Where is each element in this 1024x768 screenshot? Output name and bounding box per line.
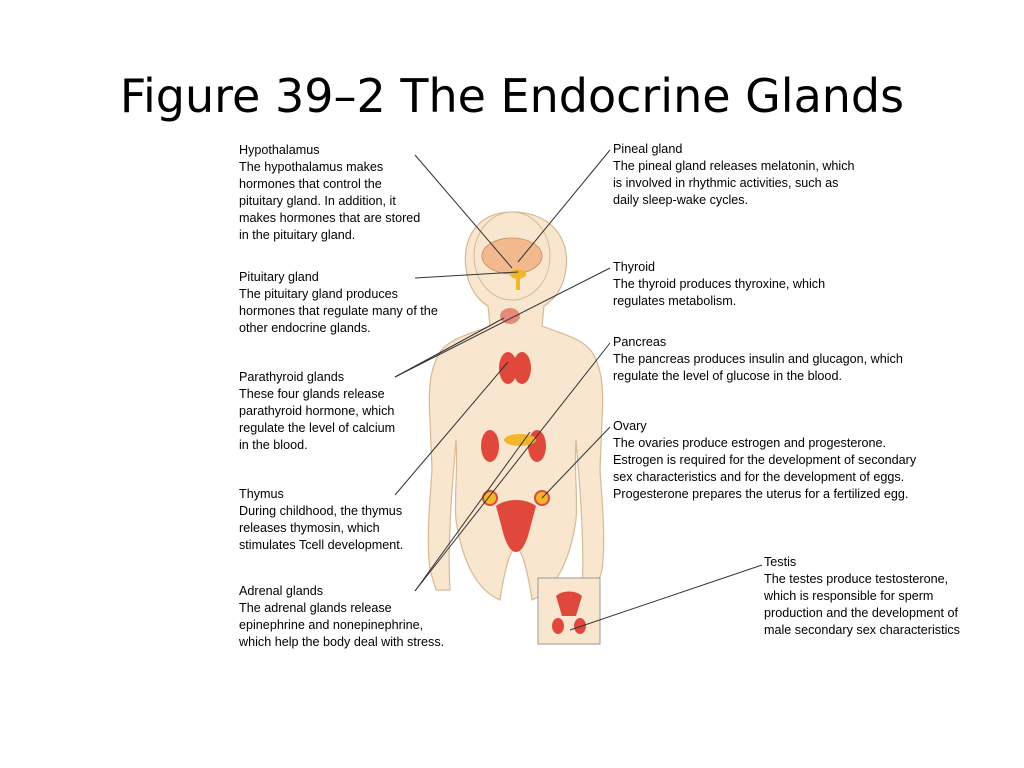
label-pancreas-name: Pancreas [613, 335, 667, 349]
label-line: production and the development of [764, 606, 958, 620]
label-line: The thyroid produces thyroxine, which [613, 277, 826, 291]
label-line: regulate the level of calcium [239, 421, 396, 435]
label-line: which help the body deal with stress. [239, 635, 445, 649]
uterus-shape [496, 500, 536, 552]
label-parathyroid: Parathyroid glands These four glands rel… [239, 369, 395, 454]
label-line: regulate the level of glucose in the blo… [613, 369, 842, 383]
label-line: parathyroid hormone, which [239, 404, 395, 418]
leader-adrenal-a [414, 342, 611, 592]
leader-lines [394, 149, 763, 631]
label-line: is involved in rhythmic activities, such… [613, 176, 839, 190]
label-thymus-name: Thymus [239, 487, 284, 501]
label-line: hormones that regulate many of the [239, 304, 438, 318]
thymus-left-shape [499, 352, 517, 384]
label-hypothalamus-name: Hypothalamus [239, 143, 320, 157]
label-line: The pineal gland releases melatonin, whi… [613, 159, 855, 173]
label-pineal: Pineal gland The pineal gland releases m… [613, 141, 855, 209]
thymus-right-shape [513, 352, 531, 384]
kidney-right-shape [528, 430, 546, 462]
pancreas-shape [504, 434, 536, 446]
label-line: The pancreas produces insulin and glucag… [613, 352, 903, 366]
label-line: other endocrine glands. [239, 321, 371, 335]
leader-adrenal-b [414, 431, 531, 592]
label-line: The pituitary gland produces [239, 287, 398, 301]
label-line: During childhood, the thymus [239, 504, 403, 518]
pituitary-gland-shape [510, 269, 526, 279]
label-parathyroid-name: Parathyroid glands [239, 370, 345, 384]
label-line: The adrenal glands release [239, 601, 392, 615]
leader-testis [569, 564, 763, 631]
label-line: regulates metabolism. [613, 294, 737, 308]
page-title: Figure 39–2 The Endocrine Glands [119, 69, 905, 123]
label-line: pituitary gland. In addition, it [239, 194, 396, 208]
label-line: The hypothalamus makes [239, 160, 384, 174]
label-line: male secondary sex characteristics [764, 623, 960, 637]
label-line: in the blood. [239, 438, 308, 452]
label-line: which is responsible for sperm [764, 589, 934, 603]
leader-parathyroid-a [394, 317, 505, 378]
label-hypothalamus: Hypothalamus The hypothalamus makes horm… [239, 142, 420, 244]
label-ovary-name: Ovary [613, 419, 647, 433]
label-line: epinephrine and nonepinephrine, [239, 618, 424, 632]
label-thyroid-name: Thyroid [613, 260, 655, 274]
label-line: stimulates Tcell development. [239, 538, 404, 552]
leader-thymus [394, 361, 509, 496]
label-ovary: Ovary The ovaries produce estrogen and p… [613, 418, 916, 503]
leader-pineal [517, 149, 611, 263]
label-pineal-name: Pineal gland [613, 142, 683, 156]
label-line: releases thymosin, which [239, 521, 380, 535]
label-line: in the pituitary gland. [239, 228, 356, 242]
label-line: sex characteristics and for the developm… [613, 470, 905, 484]
label-line: Estrogen is required for the development… [613, 453, 917, 467]
ovary-left-shape [482, 490, 498, 506]
label-pituitary: Pituitary gland The pituitary gland prod… [239, 269, 438, 337]
leader-ovary [541, 426, 611, 499]
pituitary-stalk [516, 276, 520, 290]
leader-pituitary [414, 271, 519, 279]
label-adrenal-name: Adrenal glands [239, 584, 324, 598]
label-line: hormones that control the [239, 177, 382, 191]
label-line: The ovaries produce estrogen and progest… [613, 436, 887, 450]
label-line: daily sleep-wake cycles. [613, 193, 749, 207]
testis-inset [537, 577, 601, 645]
label-thyroid: Thyroid The thyroid produces thyroxine, … [613, 259, 825, 310]
label-adrenal: Adrenal glands The adrenal glands releas… [239, 583, 444, 651]
leader-parathyroid-b [394, 267, 611, 378]
label-line: Progesterone prepares the uterus for a f… [613, 487, 909, 501]
label-thymus: Thymus During childhood, the thymus rele… [239, 486, 403, 554]
label-pancreas: Pancreas The pancreas produces insulin a… [613, 334, 903, 385]
label-line: These four glands release [239, 387, 385, 401]
kidney-left-shape [481, 430, 499, 462]
label-testis: Testis The testes produce testosterone, … [764, 554, 960, 639]
thyroid-gland-shape [500, 308, 520, 324]
leader-hypothalamus [414, 154, 513, 269]
label-line: makes hormones that are stored [239, 211, 421, 225]
label-testis-name: Testis [764, 555, 797, 569]
label-pituitary-name: Pituitary gland [239, 270, 319, 284]
label-line: The testes produce testosterone, [764, 572, 949, 586]
